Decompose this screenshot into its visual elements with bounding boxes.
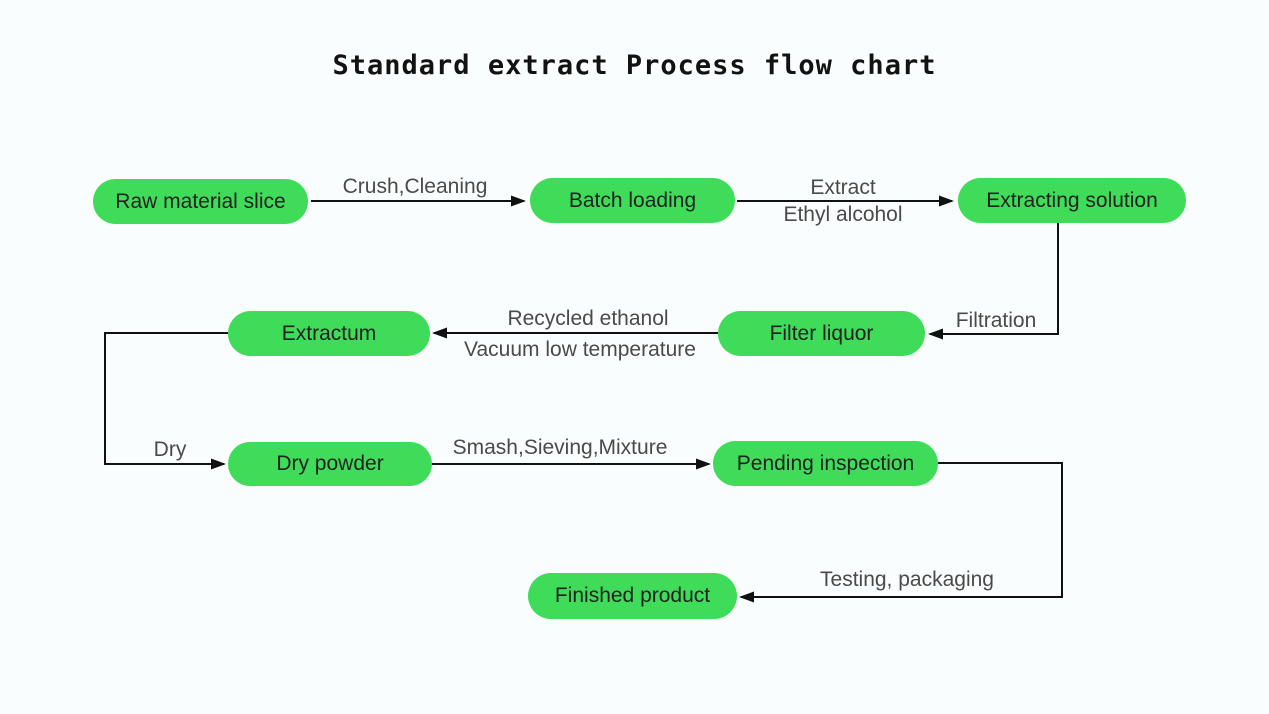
- node-label: Pending inspection: [736, 451, 915, 475]
- edge-label-recycled-ethanol: Recycled ethanol: [507, 307, 669, 330]
- node-label: Extracting solution: [986, 188, 1158, 212]
- edge-label-crush-cleaning: Crush,Cleaning: [342, 175, 488, 198]
- edge-extracting-to-filter: [928, 223, 1059, 340]
- edge-extractum-to-drypowder: [104, 332, 228, 470]
- node-label: Raw material slice: [115, 189, 286, 213]
- edge-label-vacuum-low-temperature: Vacuum low temperature: [464, 338, 696, 361]
- node-dry-powder: Dry powder: [228, 442, 432, 486]
- node-label: Dry powder: [276, 452, 384, 475]
- node-label: Batch loading: [568, 188, 697, 212]
- edge-label-extract: Extract: [810, 176, 876, 199]
- node-label: Finished product: [554, 584, 711, 607]
- node-extracting-solution: Extracting solution: [958, 178, 1186, 223]
- edge-label-testing-packaging: Testing, packaging: [820, 568, 994, 591]
- edge-label-dry: Dry: [153, 438, 187, 461]
- node-pending-inspection: Pending inspection: [713, 441, 938, 486]
- page-title: Standard extract Process flow chart: [332, 50, 937, 81]
- node-label: Extractum: [281, 321, 377, 345]
- node-label: Filter liquor: [769, 321, 874, 345]
- edge-label-ethyl-alcohol: Ethyl alcohol: [783, 203, 903, 226]
- node-filter-liquor: Filter liquor: [718, 311, 925, 356]
- edge-pending-to-finished: [739, 462, 1063, 603]
- node-batch-loading: Batch loading: [530, 178, 735, 223]
- edge-label-smash-sieving-mixture: Smash,Sieving,Mixture: [452, 436, 668, 459]
- node-extractum: Extractum: [228, 311, 430, 356]
- node-raw-material-slice: Raw material slice: [93, 179, 308, 224]
- node-finished-product: Finished product: [528, 573, 737, 619]
- edge-label-filtration: Filtration: [955, 309, 1037, 332]
